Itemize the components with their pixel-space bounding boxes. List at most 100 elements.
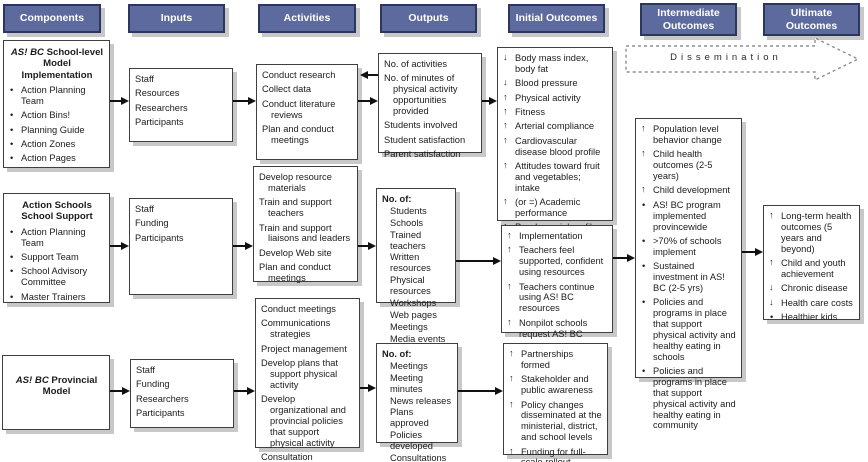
column-header-initial-outcomes: Initial Outcomes: [508, 4, 605, 33]
ultimate-outcomes-list: ↑Long-term health outcomes (5 years and …: [769, 210, 855, 323]
item-text: Blood pressure: [515, 78, 578, 89]
column-header-activities: Activities: [258, 4, 356, 33]
list-item: ↑ Teachers continue using AS! BC resource…: [507, 280, 608, 315]
item-text: Policy changes disseminated at the minis…: [521, 399, 602, 443]
list-item: Participants: [136, 408, 229, 419]
item-text: Funding for full-scale rollout: [521, 446, 586, 462]
bullet-icon: •: [770, 312, 774, 322]
list-item: • Sustained investment in AS! BC (2-5 yrs…: [641, 261, 737, 294]
list-item: •Action Pages: [9, 153, 105, 164]
item-text: News releases: [390, 395, 451, 406]
item-text: Sustained investment in AS! BC (2-5 yrs): [653, 261, 725, 293]
item-text: Conduct research: [262, 70, 336, 80]
item-text: Teachers continue using AS! BC resources: [519, 281, 595, 314]
box-title: AS! BC School-level Model Implementation: [9, 47, 105, 81]
item-text: No. of activities: [384, 59, 448, 69]
up-arrow-icon: ↑: [507, 280, 512, 291]
list-item: Staff: [135, 74, 228, 85]
initial-outcomes-box-1: ↓Body mass index, body fat↓Blood pressur…: [497, 47, 613, 232]
item-text: Funding: [136, 379, 170, 390]
item-text: Web pages: [390, 309, 437, 320]
up-arrow-icon: ↑: [507, 230, 512, 240]
flow-arrow: [358, 97, 378, 105]
flow-arrow: [234, 387, 255, 395]
item-text: Plans approved: [390, 407, 429, 429]
list-item: ↑Stakeholder and public awareness: [509, 373, 603, 396]
initial-outcomes-box-2: ↑Implementation↑Teachers feel supported,…: [501, 225, 613, 339]
column-header-ultimate-outcomes: Ultimate Outcomes: [763, 3, 860, 36]
up-arrow-icon: ↑: [503, 196, 508, 207]
list-item: Consultation: [261, 452, 355, 462]
item-text: Parent satisfaction: [384, 149, 461, 160]
item-text: Schools: [390, 217, 424, 228]
list-item: •Action Planning Team: [9, 85, 105, 107]
item-text: Workshops: [390, 297, 437, 308]
up-arrow-icon: ↑: [509, 348, 514, 358]
item-text: Develop resource materials: [259, 172, 332, 193]
list-item: Funding: [136, 379, 229, 390]
list-item: •Policies and programs in place that sup…: [641, 297, 737, 362]
box-title-em: AS! BC: [10, 47, 44, 58]
list-item: Project management: [261, 344, 355, 355]
list-item: ↑(or =) Academic performance: [503, 196, 608, 219]
item-text: Action Planning Team: [21, 84, 86, 106]
item-text: Child health outcomes (2-5 years): [653, 149, 713, 181]
item-text: Support Team: [21, 251, 79, 262]
list-item: Student satisfaction: [384, 135, 477, 146]
item-text: Staff: [135, 204, 154, 214]
item-text: Chronic disease: [781, 283, 848, 294]
up-arrow-icon: ↑: [769, 257, 774, 267]
header-label: Initial Outcomes: [515, 12, 598, 25]
item-text: Trained teachers: [390, 229, 426, 251]
item-text: Researchers: [135, 102, 188, 113]
header-label: Outputs: [408, 12, 449, 25]
item-text: Develop Web site: [259, 247, 332, 258]
list-item: Participants: [135, 117, 228, 128]
bullet-icon: •: [642, 235, 646, 246]
list-item: •Policies and programs in place that sup…: [641, 366, 737, 431]
flow-arrow: [233, 97, 256, 105]
column-header-outputs: Outputs: [380, 4, 477, 33]
item-text: >70% of schools implement: [653, 235, 722, 257]
item-text: Plan and conduct meetings: [262, 124, 334, 145]
components-list: •Action Planning Team•Support Team•Schoo…: [9, 227, 105, 303]
list-item: •Master Trainers: [9, 292, 105, 303]
bullet-icon: •: [10, 251, 14, 262]
bullet-icon: •: [642, 261, 646, 272]
list-item: • >70% of schools implement: [641, 236, 737, 258]
list-item: Schools: [382, 218, 451, 229]
down-arrow-icon: ↓: [503, 52, 508, 62]
list-item: Develop resource materials: [259, 172, 353, 194]
ultimate-outcomes-box: ↑Long-term health outcomes (5 years and …: [763, 205, 860, 323]
item-text: Meetings: [390, 321, 428, 332]
item-text: Planning Guide: [21, 124, 85, 135]
dashed-arrow-shape: [625, 36, 860, 82]
item-text: Meeting minutes: [390, 372, 424, 394]
item-text: Develop plans that support physical acti…: [261, 358, 339, 390]
dissemination-label: Dissemination: [670, 52, 782, 63]
list-item: Resources: [135, 88, 228, 99]
list-item: ↑Nonpilot schools request AS! BC: [507, 317, 608, 340]
item-text: Meetings: [390, 360, 428, 371]
item-text: No. of minutes of physical activity oppo…: [384, 73, 458, 116]
list-item: Parent satisfaction: [384, 149, 477, 160]
item-text: Students involved: [384, 120, 458, 131]
item-text: Plan and conduct meetings: [259, 262, 331, 283]
list-item: ↑Child health outcomes (2-5 years): [641, 148, 737, 182]
up-arrow-icon: ↑: [503, 120, 508, 131]
list-item: Researchers: [135, 103, 228, 114]
down-arrow-icon: ↓: [503, 77, 508, 88]
header-label: Inputs: [160, 12, 193, 25]
up-arrow-icon: ↑: [503, 134, 508, 145]
list-item: No. of minutes of physical activity oppo…: [384, 73, 477, 117]
dissemination-arrow: Dissemination: [622, 34, 864, 86]
item-text: Conduct literature reviews: [262, 98, 336, 120]
